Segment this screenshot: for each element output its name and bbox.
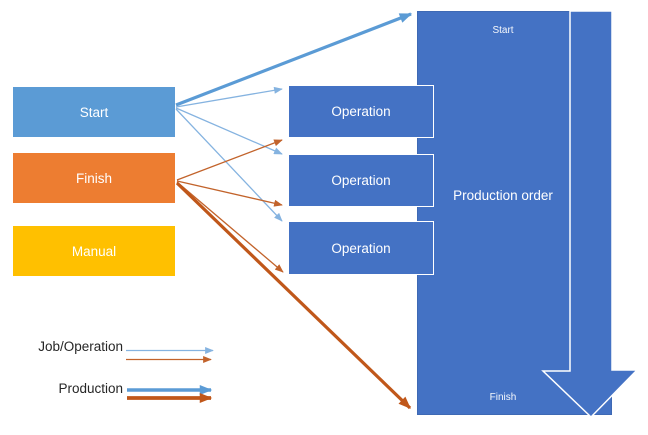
connector-start-to-operation-1 xyxy=(175,86,283,108)
operation-box-2-label: Operation xyxy=(331,173,391,188)
connector-finish-to-production xyxy=(175,181,412,410)
operation-box-3: Operation xyxy=(288,221,434,275)
manual-box: Manual xyxy=(13,226,175,276)
operation-box-3-label: Operation xyxy=(331,240,391,256)
connector-finish-to-operation-3 xyxy=(176,181,284,273)
operation-box-1-label: Operation xyxy=(331,104,391,119)
connector-finish-to-operation-1 xyxy=(176,139,283,181)
production-finish-label: Finish xyxy=(489,392,517,403)
legend-job-operation-label: Job/Operation xyxy=(38,339,123,354)
start-box-label: Start xyxy=(79,104,109,120)
operation-box-1: Operation xyxy=(288,85,434,138)
production-order-box: Start Production order Finish xyxy=(417,11,612,415)
production-order-title: Production order xyxy=(453,188,553,203)
connector-finish-to-operation-2 xyxy=(176,180,283,207)
legend-production-label: Production xyxy=(58,381,123,396)
production-start-label: Start xyxy=(492,25,514,36)
start-box: Start xyxy=(13,87,175,137)
connector-start-to-operation-3 xyxy=(175,108,283,222)
finish-box: Finish xyxy=(13,153,175,203)
operation-box-2: Operation xyxy=(288,154,434,207)
manual-box-label: Manual xyxy=(71,243,117,259)
finish-box-label: Finish xyxy=(75,170,112,186)
connector-start-to-operation-2 xyxy=(175,107,283,155)
